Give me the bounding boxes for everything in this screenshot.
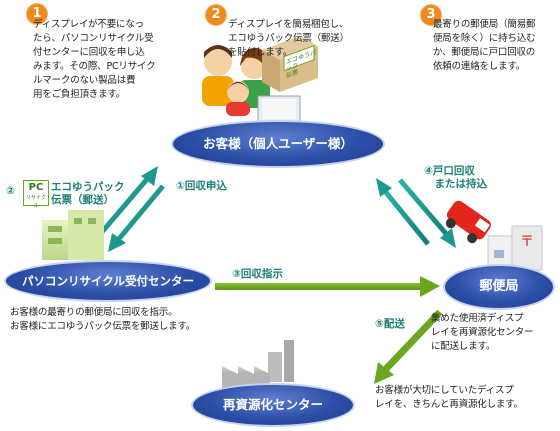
arrow-apply: [100, 166, 158, 234]
factory-illustration: [222, 340, 294, 390]
node-customer: お客様（個人ユーザー様）: [173, 122, 383, 166]
label-pickup: ④戸口回収 または持込: [424, 165, 487, 190]
pc-mark-bottom: リサイクル: [26, 195, 46, 209]
step-1-badge: 1: [27, 4, 47, 24]
box-illustration: [262, 36, 318, 92]
node-center: パソコンリサイクル受付センター: [6, 262, 210, 300]
label-slip-num: ②: [6, 185, 15, 197]
step-1-text: ディスプレイが不要になっ たら、パソコンリサイクル受 付センターに回収を申し込 …: [33, 19, 156, 100]
pc-recycle-mark-icon: PC リサイクル: [23, 180, 49, 209]
step-3-badge: 3: [421, 5, 441, 25]
label-deliver: ⑤配送: [375, 318, 405, 330]
arrow-pickup: [376, 178, 456, 248]
label-apply: ①回収申込: [176, 180, 227, 192]
arrow-deliver: [374, 309, 443, 384]
label-slip: エコゆうパック 伝票（郵送）: [51, 181, 125, 206]
node-post-office: 郵便局: [445, 266, 553, 308]
note-recycler: お客様が大切にしていたディスプ レイを、きちんと再資源化します。: [375, 385, 523, 410]
arrow-instruct: [215, 276, 440, 297]
note-post-office: 集めた使用済ディスプ レイを再資源化センター に配送します。: [431, 313, 534, 352]
arrow-slip: [108, 184, 165, 252]
step-3-text: 最寄りの郵便局（簡易郵 便局を除く）に持ち込む か、郵便局に戸口回収の 依頼の連…: [433, 19, 536, 72]
note-center: お客様の最寄りの郵便局に回収を指示。 お客様にエコゆうパック伝票を郵送します。: [10, 307, 196, 332]
building-illustration: [42, 210, 104, 260]
node-recycler: 再資源化センター: [193, 385, 353, 425]
svg-text:〒: 〒: [520, 234, 534, 250]
step-2-badge: 2: [206, 5, 226, 25]
label-instruct: ③回収指示: [232, 268, 283, 280]
step-2-text: ディスプレイを簡易梱包し、 エコゆうパック伝票（郵送） を貼付します。: [228, 19, 349, 58]
family-illustration: [202, 45, 301, 125]
post-office-illustration: 〒: [487, 225, 543, 271]
post-truck-icon: [445, 200, 491, 244]
pc-mark-top: PC: [28, 182, 44, 193]
